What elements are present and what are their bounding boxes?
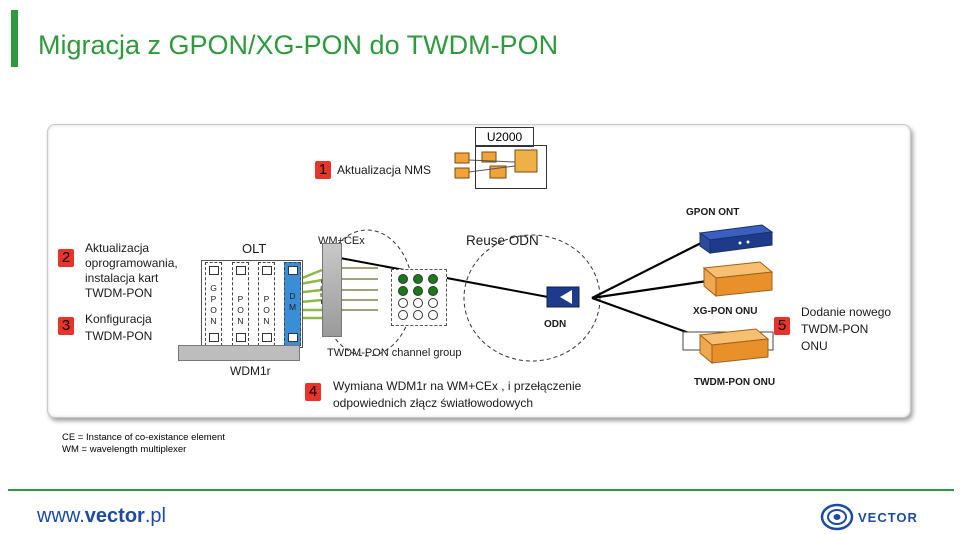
wm-internal-lines	[340, 267, 378, 311]
reuse-odn-title: Reuse ODN	[466, 233, 539, 248]
wavelength-dot	[413, 286, 423, 296]
nms-server-label: U2000	[475, 127, 534, 147]
odn-splitter-icon	[546, 286, 580, 308]
step-4-line: Wymiana WDM1r na WM+CEx , i przełączenie	[333, 379, 582, 393]
wavelength-dot	[413, 310, 423, 320]
slot-port-bottom	[236, 333, 246, 342]
page-title: Migracja z GPON/XG-PON do TWDM-PON	[38, 30, 559, 60]
step-3-text: Konfiguracja TWDM-PON	[85, 311, 152, 345]
vector-logo-text: VECTOR	[858, 510, 918, 525]
odn-label: ODN	[544, 319, 567, 330]
title-accent-bar	[11, 10, 18, 67]
slot-port-bottom	[209, 333, 219, 342]
step-2-line: oprogramowania,	[85, 256, 178, 270]
wavelength-dot	[398, 274, 408, 284]
nms-computers-icon	[454, 149, 538, 179]
olt-label: OLT	[242, 241, 267, 256]
twdm-onu-label: TWDM-PON ONU	[694, 377, 776, 388]
step-2-line: TWDM-PON	[85, 286, 153, 300]
gpon-ont-device	[698, 224, 774, 254]
slot-port-bottom	[288, 333, 298, 342]
step-5-line: Dodanie nowego	[801, 305, 892, 319]
odn-ellipse	[463, 234, 601, 362]
step-5-text: Dodanie nowego TWDM-PON ONU	[801, 304, 891, 355]
slot-port-top	[262, 266, 272, 275]
step-2-line: Aktualizacja	[85, 241, 150, 255]
step-2-badge: 2	[58, 249, 74, 267]
channel-group-label: TWDM-PON channel group	[327, 347, 462, 359]
url-suffix: .pl	[144, 505, 166, 527]
step-4-badge: 4	[305, 383, 321, 401]
step-3-line: Konfiguracja	[85, 312, 152, 326]
channel-group-grid	[391, 269, 447, 326]
slot-port-top	[288, 266, 298, 275]
odn-to-onu-fibers	[591, 239, 715, 344]
twdm-onu-device	[682, 328, 774, 365]
wavelength-dot	[398, 298, 408, 308]
legend-line: WM = wavelength multiplexer	[62, 444, 187, 455]
wavelength-dot	[428, 310, 438, 320]
step-5-badge: 5	[774, 317, 790, 335]
gpon-ont-label: GPON ONT	[686, 207, 740, 218]
nms-box	[475, 145, 547, 189]
wm-cex-unit	[322, 243, 342, 337]
wavelength-dot	[398, 310, 408, 320]
step-5-line: ONU	[801, 339, 828, 353]
footer-url[interactable]: www.vector.pl	[37, 505, 166, 528]
step-3-line: TWDM-PON	[85, 329, 153, 343]
wavelength-dot	[428, 286, 438, 296]
xgpon-onu-device	[702, 261, 774, 298]
wavelength-dot	[428, 274, 438, 284]
wdm1r-unit	[178, 345, 300, 361]
slot-port-top	[236, 266, 246, 275]
step-3-badge: 3	[58, 317, 74, 335]
url-prefix: www.	[37, 505, 85, 527]
slot-port-top	[209, 266, 219, 275]
step-4-text: Wymiana WDM1r na WM+CEx , i przełączenie…	[333, 378, 581, 412]
step-1-badge: 1	[315, 161, 331, 179]
wavelength-dot	[413, 274, 423, 284]
wdm1r-label: WDM1r	[230, 364, 271, 378]
step-2-line: instalacja kart	[85, 271, 159, 285]
wavelength-dot	[428, 298, 438, 308]
step-5-line: TWDM-PON	[801, 322, 869, 336]
step-1-text: Aktualizacja NMS	[337, 163, 432, 177]
step-2-text: Aktualizacja oprogramowania, instalacja …	[85, 241, 178, 301]
wavelength-dot	[398, 286, 408, 296]
abbreviation-legend: CE = Instance of co-existance element WM…	[62, 432, 225, 456]
wavelength-dot	[413, 298, 423, 308]
slot-port-bottom	[262, 333, 272, 342]
footer-divider	[8, 489, 954, 491]
xgpon-onu-label: XG-PON ONU	[693, 306, 758, 317]
step-4-line: odpowiednich złącz światłowodowych	[333, 396, 534, 410]
url-brand: vector	[84, 505, 145, 527]
vector-logo-icon	[820, 503, 854, 531]
legend-line: CE = Instance of co-existance element	[62, 432, 225, 443]
